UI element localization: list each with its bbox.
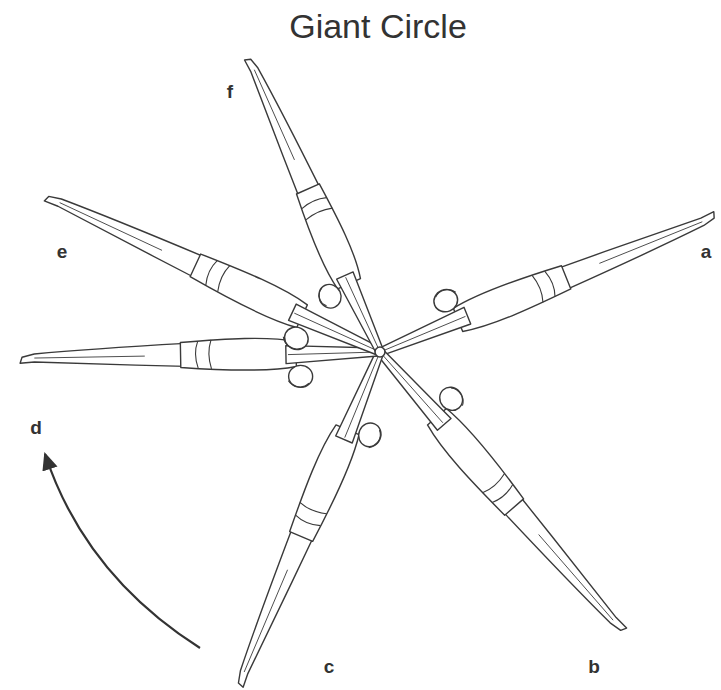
position-label: b (586, 656, 602, 678)
arms (378, 307, 471, 358)
gymnast-figures (20, 52, 721, 690)
title: Giant Circle (285, 7, 471, 46)
gymnast-figure (369, 331, 648, 641)
head (281, 323, 312, 353)
head (435, 383, 467, 416)
position-label: a (699, 241, 714, 263)
head (288, 365, 312, 387)
legs (557, 206, 720, 290)
gymnast-figure (224, 348, 411, 690)
position-label: d (28, 417, 44, 439)
legs (42, 186, 205, 278)
legs (227, 527, 313, 689)
position-label-wrap: d (28, 417, 44, 439)
legs (20, 343, 186, 369)
title-wrap: Giant Circle (285, 7, 471, 46)
position-label: e (55, 241, 70, 263)
legs (502, 496, 631, 640)
legs (239, 53, 320, 198)
torso (180, 338, 296, 372)
gymnast-figure (218, 52, 394, 365)
high-bar (375, 347, 385, 357)
gymnast-figure (20, 336, 379, 392)
gymnast-figure (369, 185, 721, 366)
position-label-wrap: e (55, 241, 70, 263)
head (431, 286, 461, 315)
position-label: c (322, 656, 337, 678)
position-label-wrap: b (586, 656, 602, 678)
arms (337, 272, 387, 354)
head (355, 419, 385, 450)
position-label: f (225, 81, 235, 103)
head (315, 281, 345, 312)
rotation-arrow (45, 454, 200, 648)
gymnast-figure (32, 182, 385, 382)
position-label-wrap: a (699, 241, 714, 263)
position-label-wrap: f (225, 81, 235, 103)
position-label-wrap: c (322, 656, 337, 678)
arms (375, 347, 451, 430)
